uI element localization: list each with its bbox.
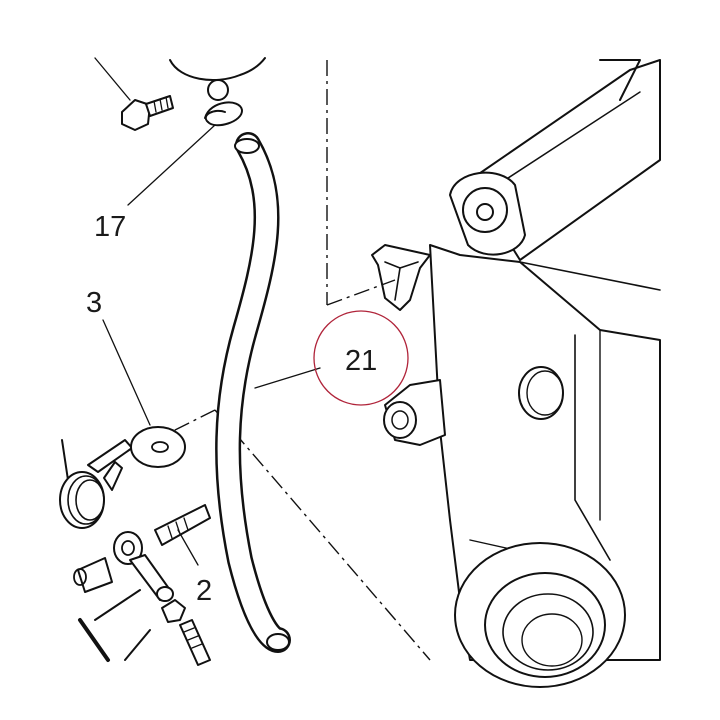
rod-end-assembly [73,504,211,666]
assembly-centerlines [154,60,431,661]
callout-2: 2 [196,575,212,607]
callout-17: 17 [94,211,126,243]
callout-21-highlight [313,310,409,406]
swingarm-casting [371,59,661,688]
hose-21 [215,132,291,653]
bolt-top [94,57,174,131]
cover-edge [169,57,266,81]
leader-lines [102,124,321,566]
spring-assembly [59,426,186,529]
callout-21: 21 [345,345,377,377]
hose-clamp-17 [204,79,243,127]
callout-3: 3 [86,287,102,319]
